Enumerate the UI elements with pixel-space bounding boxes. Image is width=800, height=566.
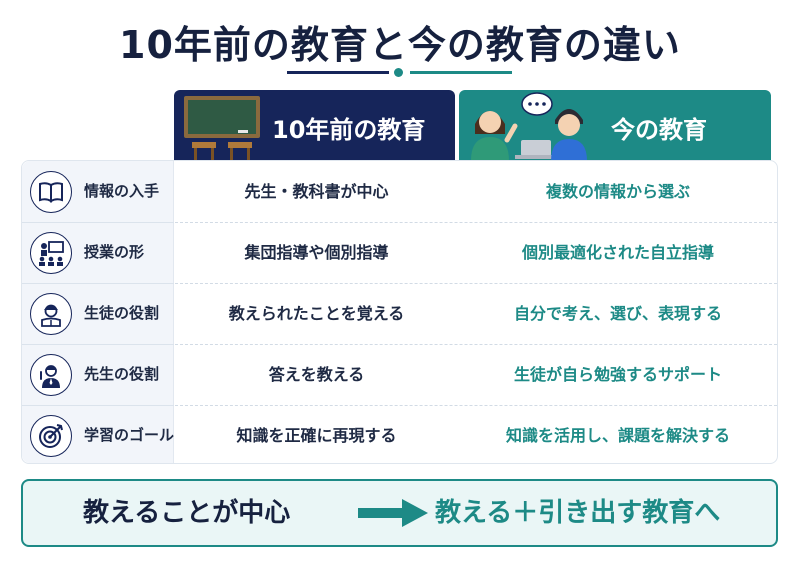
teacher-student-illustration <box>471 92 587 161</box>
cell-old: 答えを教える <box>268 365 365 384</box>
row-label: 先生の役割 <box>84 365 160 383</box>
column-header-old: 10年前の教育 <box>174 90 455 161</box>
table-row-information: 情報の入手 先生・教科書が中心 複数の情報から選ぶ <box>22 161 778 222</box>
row-label: 学習のゴール <box>84 426 175 444</box>
page-title: 10年前の教育と今の教育の違い <box>119 23 681 67</box>
cell-old: 集団指導や個別指導 <box>244 243 389 262</box>
summary-banner: 教えることが中心 教える＋引き出す教育へ <box>21 479 778 547</box>
cell-new: 複数の情報から選ぶ <box>545 182 690 201</box>
summary-new: 教える＋引き出す教育へ <box>435 498 721 528</box>
row-divider <box>22 283 174 284</box>
row-label: 生徒の役割 <box>84 304 160 322</box>
blackboard-illustration <box>184 96 260 161</box>
row-divider <box>175 222 777 223</box>
column-header-new-label: 今の教育 <box>611 116 707 144</box>
cell-old: 先生・教科書が中心 <box>244 182 389 201</box>
row-divider <box>175 405 777 406</box>
student-reading-icon <box>30 293 72 335</box>
target-icon <box>30 415 72 457</box>
cell-new: 生徒が自ら勉強するサポート <box>513 365 722 384</box>
title-underline-right <box>410 71 512 74</box>
cell-new: 自分で考え、選び、表現する <box>513 304 722 323</box>
presentation-icon <box>30 232 72 274</box>
row-label: 授業の形 <box>84 243 145 261</box>
title-underline-dot <box>394 68 403 77</box>
teacher-icon <box>30 354 72 396</box>
row-divider <box>175 344 777 345</box>
cell-new: 個別最適化された自立指導 <box>521 243 714 262</box>
cell-old: 教えられたことを覚える <box>228 304 405 323</box>
cell-new: 知識を活用し、課題を解決する <box>505 426 730 445</box>
row-divider <box>22 222 174 223</box>
table-row-learning-goal: 学習のゴール 知識を正確に再現する 知識を活用し、課題を解決する <box>22 405 778 466</box>
summary-old: 教えることが中心 <box>83 498 291 528</box>
row-divider <box>175 283 777 284</box>
row-divider <box>22 344 174 345</box>
table-row-student-role: 生徒の役割 教えられたことを覚える 自分で考え、選び、表現する <box>22 283 778 344</box>
column-header-old-label: 10年前の教育 <box>272 116 426 144</box>
title-underline-left <box>287 71 389 74</box>
table-row-teacher-role: 先生の役割 答えを教える 生徒が自ら勉強するサポート <box>22 344 778 405</box>
cell-old: 知識を正確に再現する <box>236 426 397 445</box>
row-label: 情報の入手 <box>84 182 160 200</box>
book-icon <box>30 171 72 213</box>
row-divider <box>22 405 174 406</box>
arrow-right-icon <box>358 499 428 527</box>
table-row-class-format: 授業の形 集団指導や個別指導 個別最適化された自立指導 <box>22 222 778 283</box>
column-header-new: 今の教育 <box>459 90 771 161</box>
